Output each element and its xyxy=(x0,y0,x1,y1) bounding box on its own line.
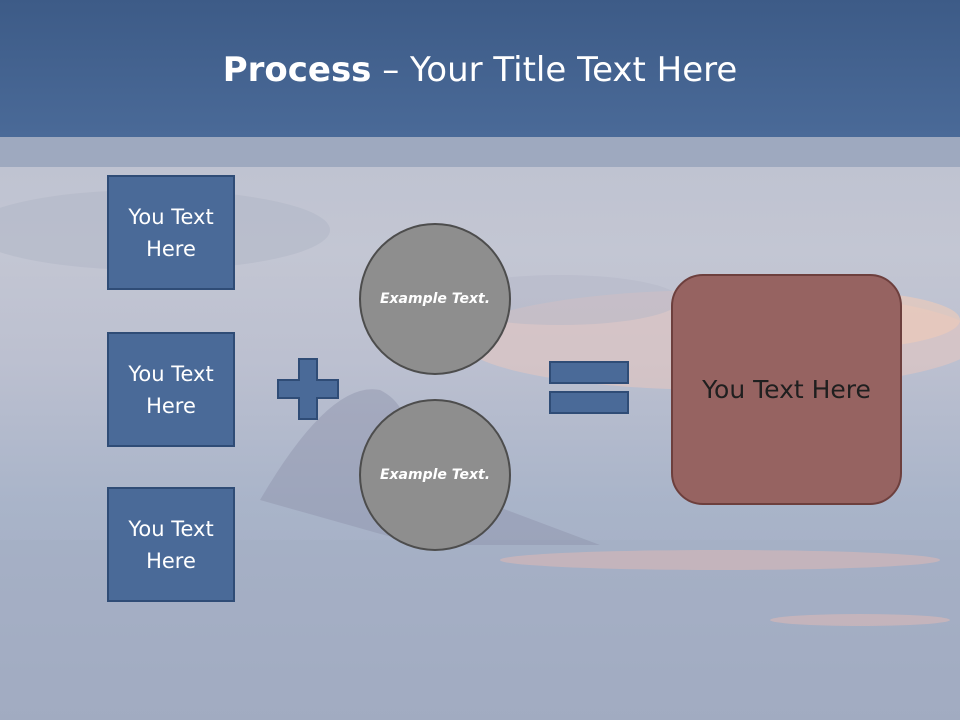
text-box-1[interactable]: You Text Here xyxy=(107,175,235,290)
example-circle-2[interactable]: Example Text. xyxy=(359,399,511,551)
text-box-2[interactable]: You Text Here xyxy=(107,332,235,447)
plus-icon xyxy=(277,358,339,420)
text-box-3[interactable]: You Text Here xyxy=(107,487,235,602)
example-circle-1[interactable]: Example Text. xyxy=(359,223,511,375)
slide-title: Process – Your Title Text Here xyxy=(0,50,960,90)
result-box[interactable]: You Text Here xyxy=(671,274,902,505)
title-rest: – Your Title Text Here xyxy=(371,50,738,90)
title-underband xyxy=(0,137,960,167)
title-band xyxy=(0,0,960,137)
equals-icon xyxy=(549,361,629,414)
title-bold: Process xyxy=(222,50,372,90)
